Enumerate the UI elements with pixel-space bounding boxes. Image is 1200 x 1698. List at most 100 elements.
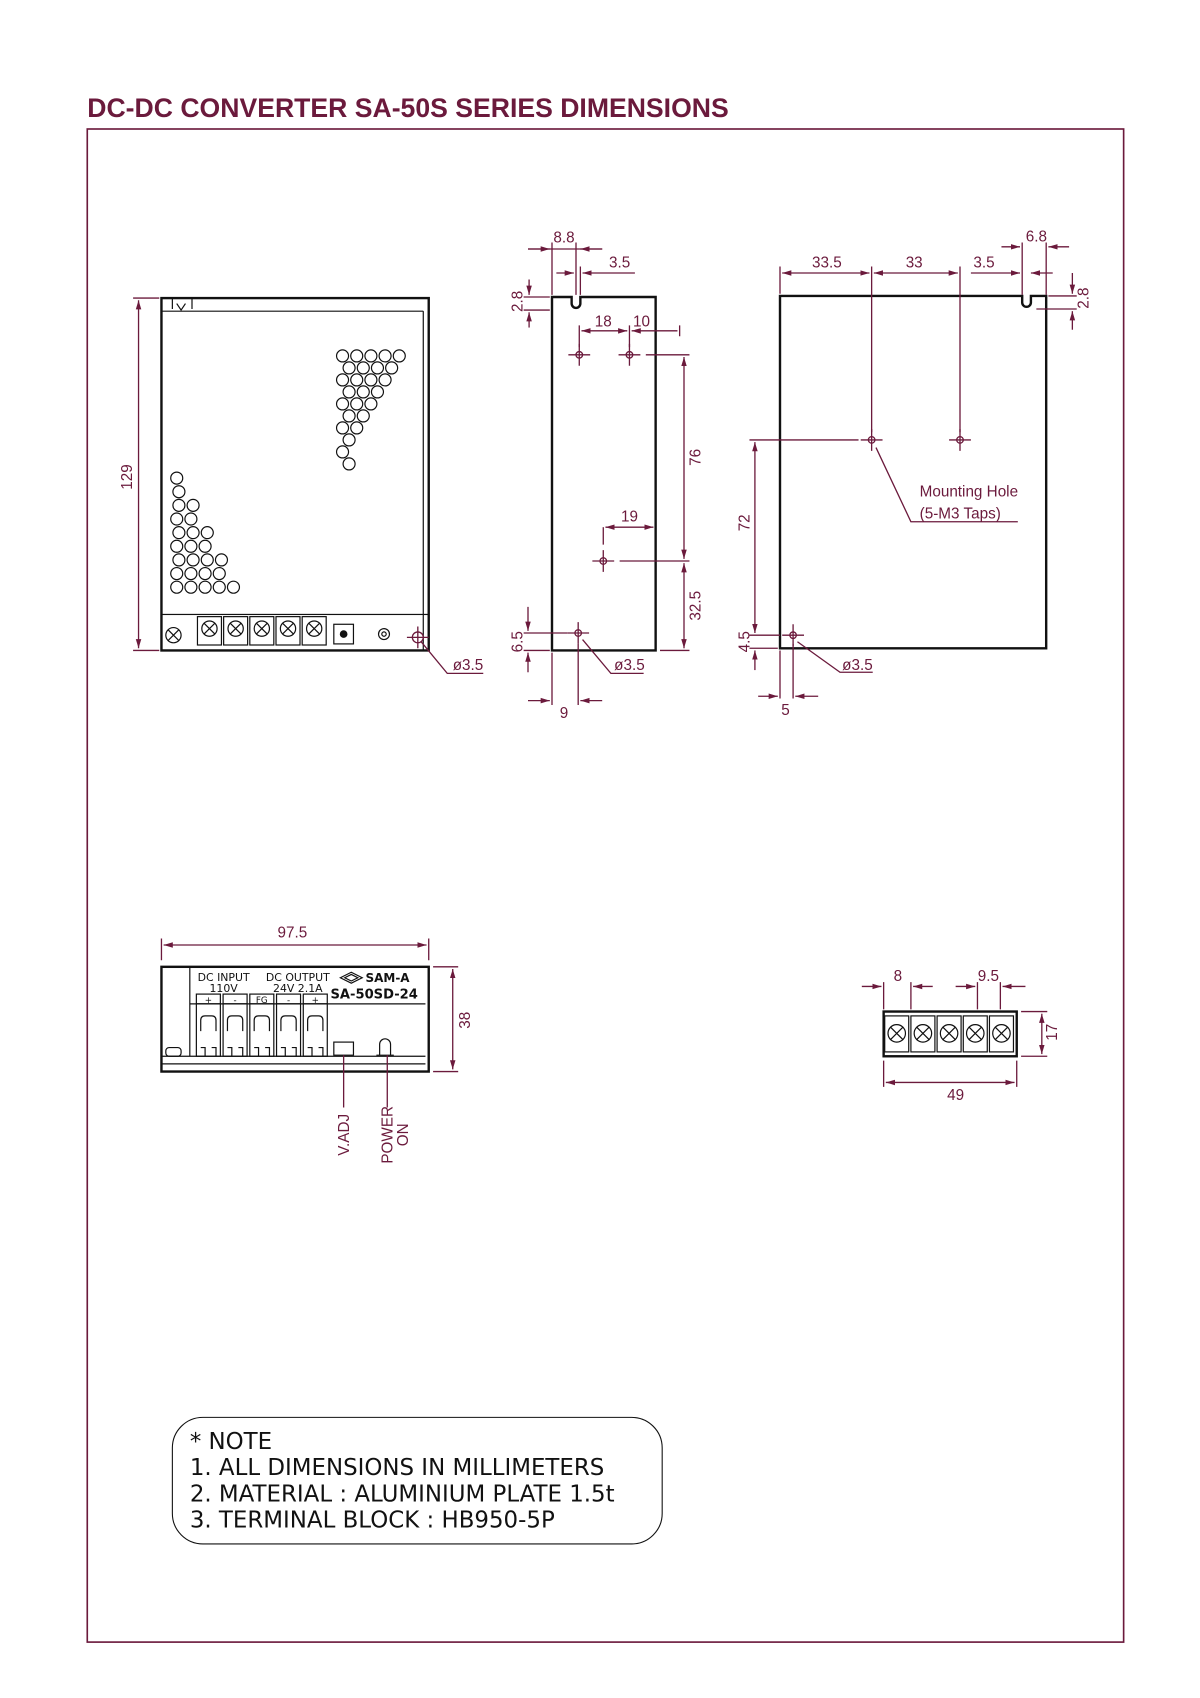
label-output-rating: 24V 2.1A: [273, 982, 323, 995]
dim-19: 19: [621, 509, 638, 526]
mounting-hole-icon: [956, 435, 964, 444]
mounting-hole-icon: [575, 350, 584, 359]
terminal-screw-icon: [913, 1024, 933, 1043]
vent-hole: [170, 539, 184, 553]
vent-hole: [214, 553, 229, 567]
terminal-screw-icon: [279, 620, 297, 637]
mounting-hole-icon: [625, 350, 634, 359]
vent-hole: [200, 526, 214, 540]
vent-hole: [370, 385, 385, 399]
terminal: [249, 1003, 275, 1057]
dim-3-5: 3.5: [973, 255, 994, 272]
vent-hole: [186, 526, 200, 540]
front-view: 129 ø3.5: [119, 296, 484, 674]
vent-hole: [198, 580, 212, 594]
mounting-hole-mark: [618, 343, 641, 366]
note-item: 2. MATERIAL : ALUMINIUM PLATE 1.5t: [190, 1481, 615, 1507]
dim-97-5: 97.5: [278, 924, 308, 941]
terminal-screw-icon: [201, 620, 218, 637]
vent-hole: [212, 580, 226, 594]
vent-hole: [170, 471, 184, 485]
terminal: [222, 1003, 248, 1057]
vent-hole: [342, 433, 356, 447]
vent-hole: [335, 397, 350, 411]
dim-slot-offset: 3.5: [609, 255, 630, 272]
label-on: ON: [395, 1123, 412, 1146]
terminal: [988, 1015, 1015, 1053]
vent-hole: [342, 385, 356, 399]
dim-9-5: 9.5: [978, 968, 999, 985]
terminal: [196, 616, 223, 646]
mounting-hole-label: Mounting Hole: [920, 484, 1018, 501]
drawing-frame: [86, 128, 1125, 1643]
vent-hole: [370, 361, 385, 375]
sam-a-logo-icon: [339, 971, 364, 984]
vent-hole: [356, 361, 370, 375]
terminal-screw-icon: [227, 620, 244, 637]
terminal-screw-icon: [253, 620, 271, 637]
vent-hole: [335, 445, 350, 459]
terminal-label: -: [234, 996, 237, 1006]
dim-hole-front: ø3.5: [453, 657, 484, 674]
terminal-clamp: [226, 1015, 244, 1057]
dim-height-129: 129: [119, 464, 136, 489]
vent-hole: [350, 397, 364, 411]
vent-hole: [335, 421, 350, 435]
terminal-clamp: [307, 1015, 324, 1057]
vent-hole: [364, 373, 378, 387]
vent-hole: [172, 553, 186, 567]
vent-hole: [172, 526, 186, 540]
mounting-hole-icon: [867, 435, 876, 444]
dim-6-5: 6.5: [510, 631, 527, 652]
terminal-screw-icon: [939, 1024, 959, 1043]
dim-hole-side: ø3.5: [614, 657, 645, 674]
vent-hole: [170, 566, 184, 581]
dim-6-8: 6.8: [1026, 228, 1047, 245]
terminal-screw-slot: [308, 622, 321, 635]
mounting-hole-mark: [568, 343, 591, 366]
mounting-hole-icon: [789, 631, 798, 640]
vent-hole: [342, 457, 356, 471]
terminal-label-box: [222, 993, 248, 1005]
vent-hole: [392, 349, 406, 363]
terminal-screw-slot: [255, 622, 268, 635]
mounting-hole-mark: [949, 428, 971, 451]
dim-38: 38: [457, 1012, 474, 1029]
bottom-view: DC INPUT 110V DC OUTPUT 24V 2.1A SAM-A S…: [160, 924, 474, 1164]
terminal-clamp: [280, 1015, 297, 1057]
note-item: 3. TERMINAL BLOCK : HB950-5P: [190, 1508, 555, 1534]
terminal: [275, 1003, 302, 1057]
dim-4-5: 4.5: [736, 631, 753, 652]
vent-hole: [198, 539, 212, 553]
notes-box: * NOTE 1. ALL DIMENSIONS IN MILLIMETERS …: [171, 1416, 663, 1545]
vent-hole: [212, 566, 226, 581]
mounting-hole-icon: [574, 629, 583, 637]
dim-8: 8: [894, 968, 903, 985]
terminal: [275, 616, 301, 646]
terminal-screw-slot: [994, 1026, 1009, 1041]
vent-hole: [342, 361, 356, 375]
mounting-hole-mark: [592, 550, 615, 572]
terminal: [936, 1015, 962, 1053]
terminal: [301, 616, 327, 646]
terminal-screw-slot: [942, 1026, 957, 1041]
dim-slot-depth: 2.8: [510, 291, 527, 312]
dim-9: 9: [560, 705, 569, 722]
terminal-label: +: [205, 996, 212, 1006]
terminal-screw-slot: [282, 622, 294, 635]
vent-hole: [378, 373, 392, 387]
terminal-clamp: [200, 1015, 217, 1057]
vent-hole: [184, 580, 198, 594]
rear-view: 33.5 33 3.5 6.8 2.8 72 4.5 Mounting Hole…: [736, 228, 1092, 718]
vent-hole: [186, 498, 200, 512]
label-power: POWER: [380, 1106, 397, 1164]
dim-slot-width: 8.8: [553, 229, 574, 246]
terminal-screw-icon: [992, 1024, 1011, 1043]
vent-hole: [184, 539, 198, 553]
vent-hole: [342, 409, 356, 423]
terminal-label-box: [302, 993, 328, 1005]
mounting-taps-label: (5-M3 Taps): [920, 505, 1001, 522]
dim-72: 72: [736, 514, 753, 531]
vent-hole: [184, 566, 198, 581]
terminal-screw-slot: [968, 1026, 983, 1041]
